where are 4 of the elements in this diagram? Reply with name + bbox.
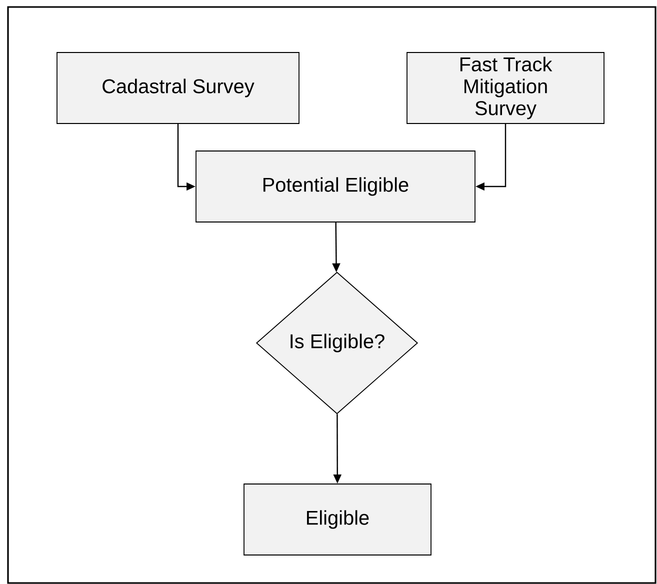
process-box: Potential Eligible xyxy=(196,150,476,222)
process-box: Cadastral Survey xyxy=(56,52,300,124)
process-box: Eligible xyxy=(244,484,432,556)
process-box: Fast Track Mitigation Survey xyxy=(406,52,604,124)
